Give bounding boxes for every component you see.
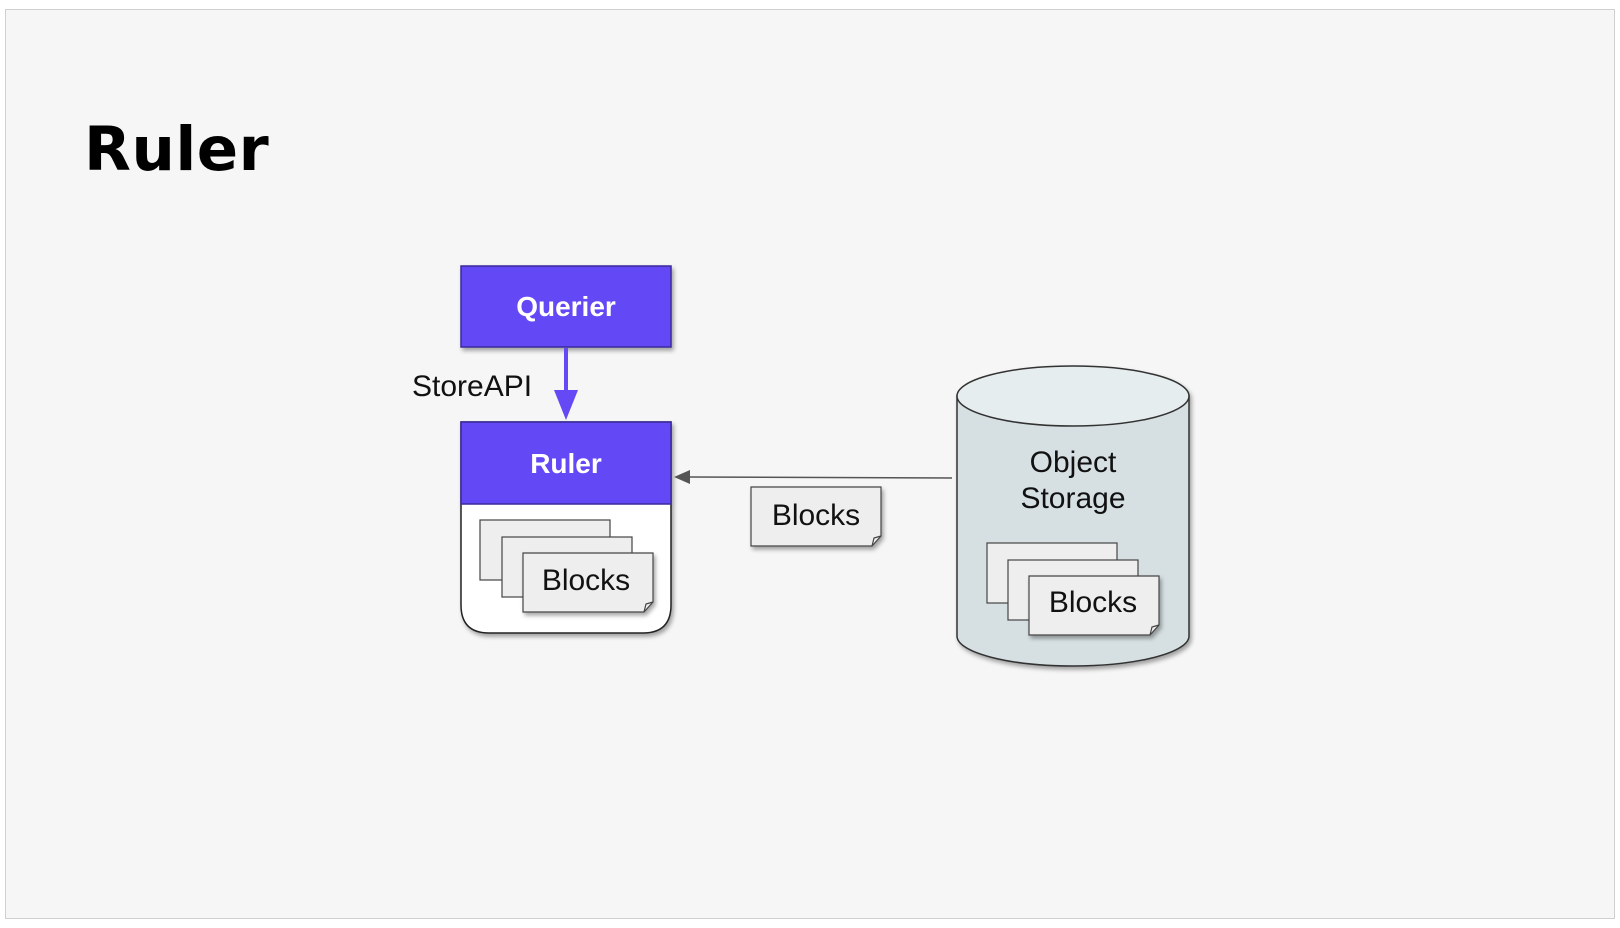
slide-title: Ruler [84,114,270,185]
ruler-block-doc-front [522,552,654,613]
ruler-blocks-stack [479,519,654,613]
storage-block-doc-front [1028,575,1160,636]
object-storage-label-line1: Object [1030,446,1117,479]
ruler-label: Ruler [530,448,602,479]
storage-blocks-label: Blocks [1049,586,1137,619]
querier-label: Querier [516,291,616,322]
querier-node [460,265,672,348]
ruler-blocks-label: Blocks [542,564,630,597]
storage-blocks-stack [986,542,1160,636]
object-storage-label-line2: Storage [1020,482,1125,515]
storeapi-label: StoreAPI [412,370,532,403]
storage-to-ruler-arrow [674,470,953,484]
slide: Ruler [5,9,1615,919]
transit-blocks-label: Blocks [772,499,860,532]
transit-block-doc [750,486,882,547]
storeapi-arrow [554,348,578,420]
